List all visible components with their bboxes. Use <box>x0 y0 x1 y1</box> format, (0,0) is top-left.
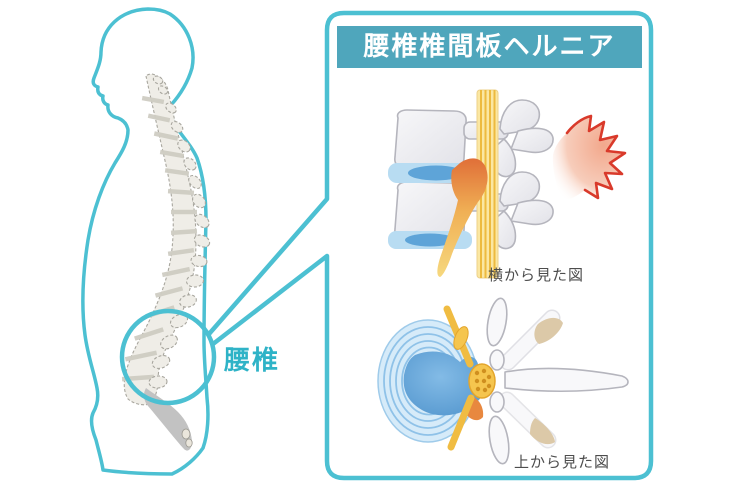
intervertebral-discs <box>388 163 475 249</box>
panel-title-banner: 腰椎椎間板ヘルニア <box>337 26 642 68</box>
human-body-outline <box>81 7 210 476</box>
lumbar-label: 腰椎 <box>224 346 281 376</box>
side-view-caption: 横から見た図 <box>488 266 585 284</box>
vertebra-top <box>486 297 629 465</box>
top-view-caption: 上から見た図 <box>514 453 611 471</box>
pain-flash <box>552 114 627 200</box>
panel-border-and-callout <box>206 10 654 481</box>
side-view-illustration <box>388 89 627 279</box>
spine-side-silhouette <box>121 73 211 451</box>
spinous-processes <box>148 75 211 389</box>
nucleus-bulge <box>403 351 486 416</box>
herniated-disc-material <box>437 158 488 277</box>
panel-title: 腰椎椎間板ヘルニア <box>363 32 616 62</box>
top-view-illustration <box>377 297 629 465</box>
lumbar-highlight-circle <box>119 308 217 406</box>
spinal-nerves <box>443 305 496 451</box>
